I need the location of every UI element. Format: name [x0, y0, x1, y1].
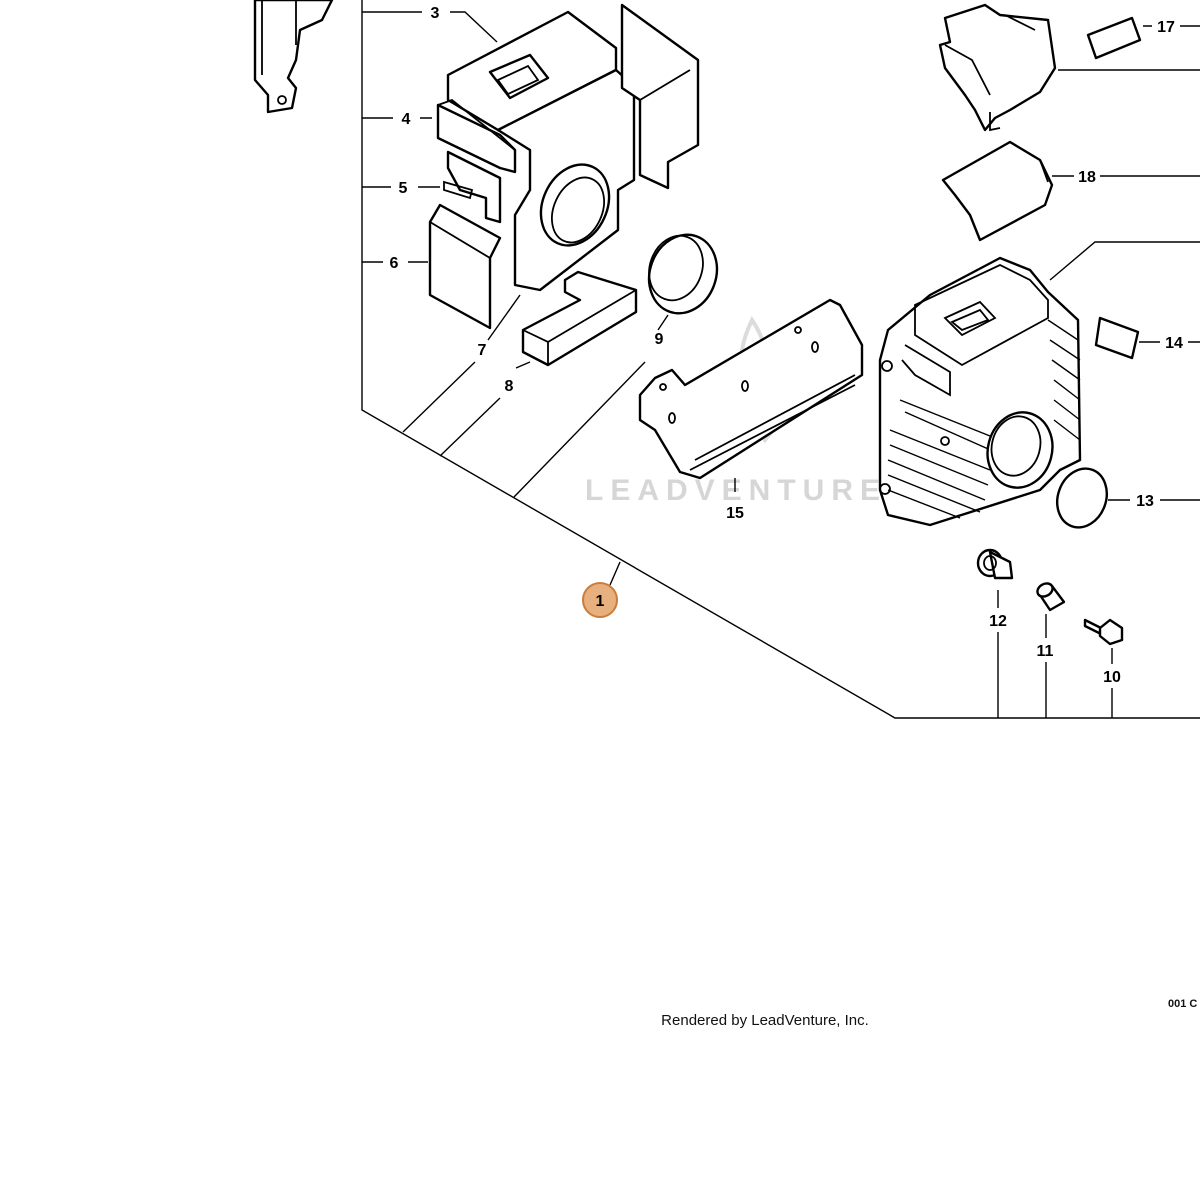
part-9-cap	[647, 233, 719, 315]
footer-diagram-code: 001 C	[1168, 998, 1198, 1010]
callout-14[interactable]: 14	[1165, 335, 1183, 352]
callout-9[interactable]: 9	[655, 331, 664, 348]
callout-3[interactable]: 3	[431, 5, 440, 22]
callout-1-badge[interactable]	[582, 582, 618, 618]
callout-13[interactable]: 13	[1136, 493, 1154, 510]
part-3-air-box	[446, 3, 700, 292]
callout-1-highlight[interactable]: 1	[582, 582, 618, 618]
callout-4[interactable]: 4	[402, 111, 411, 128]
callout-11[interactable]: 11	[1037, 643, 1054, 660]
watermark-text: LEADVENTURE	[585, 474, 887, 507]
callout-15[interactable]: 15	[726, 505, 744, 522]
callout-6[interactable]: 6	[390, 255, 399, 272]
callout-labels: 3 4 5 6 7 8 9 15 17 18 14 13 12 11 10	[390, 5, 1183, 686]
leader-lines	[361, 0, 1200, 719]
callout-12[interactable]: 12	[989, 613, 1007, 630]
callout-7[interactable]: 7	[478, 342, 487, 359]
part-15-heat-shield	[638, 298, 864, 480]
watermark: LEADVENTURE	[585, 315, 887, 507]
part-engine-cylinder	[878, 256, 1082, 527]
part-11-sleeve	[1036, 582, 1066, 612]
part-10-screw	[1083, 618, 1124, 646]
part-5-clip	[443, 150, 502, 224]
callout-5[interactable]: 5	[399, 180, 408, 197]
part-18-filter-pad	[941, 140, 1054, 242]
part-12-grommet	[976, 548, 1014, 580]
part-13-o-ring	[1056, 467, 1108, 529]
part-14-gasket	[1094, 316, 1140, 360]
part-bracket	[253, 0, 334, 114]
part-17-foam-pad	[1086, 16, 1142, 60]
callout-8[interactable]: 8	[505, 378, 514, 395]
callout-1[interactable]: 1	[596, 593, 605, 610]
callout-17[interactable]: 17	[1157, 19, 1175, 36]
part-4-foam-strip	[436, 98, 517, 174]
part-8-spacer	[521, 270, 638, 367]
part-top-cover	[938, 3, 1057, 132]
callout-18[interactable]: 18	[1078, 169, 1096, 186]
part-6-filter-block	[428, 203, 502, 330]
callout-10[interactable]: 10	[1103, 669, 1121, 686]
footer-credit: Rendered by LeadVenture, Inc.	[661, 1012, 869, 1029]
